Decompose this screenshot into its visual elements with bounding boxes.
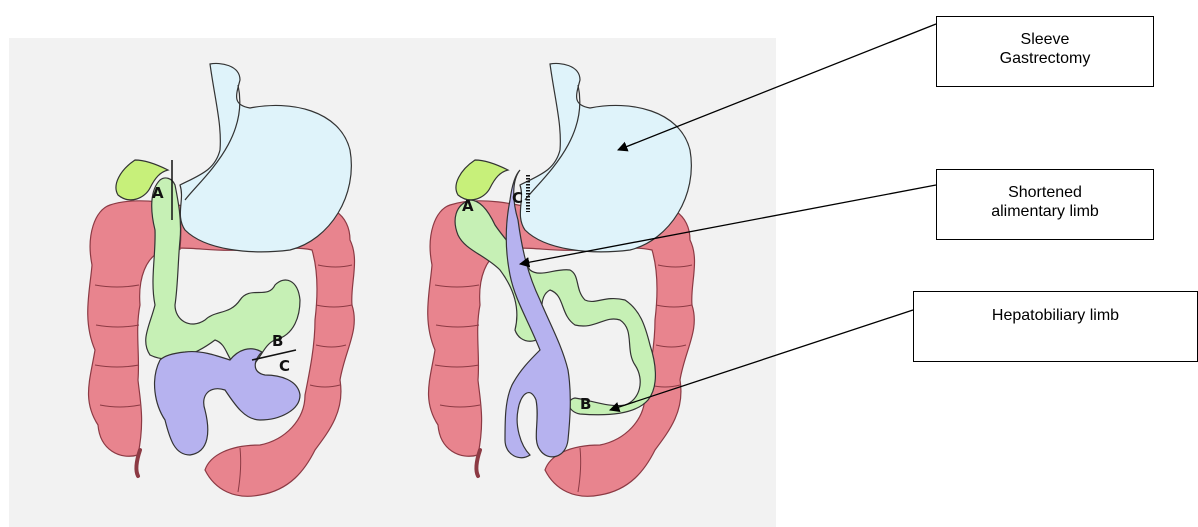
callout-alimentary-line1: Shortened [937, 183, 1153, 202]
callout-hepato-line1: Hepatobiliary limb [914, 306, 1197, 325]
left-label-a: A [152, 184, 164, 202]
leader-line-sleeve [618, 24, 936, 150]
callout-sleeve-line1: Sleeve [937, 30, 1153, 49]
left-stomach [180, 63, 351, 251]
right-label-a: A [462, 197, 474, 215]
right-gallbladder [456, 160, 508, 200]
right-stomach [520, 63, 691, 251]
left-appendix [136, 450, 140, 476]
callout-hepatobiliary-limb: Hepatobiliary limb [913, 291, 1198, 362]
right-label-b: B [580, 395, 591, 413]
callout-alimentary-line2: alimentary limb [937, 202, 1153, 221]
left-label-c: C [279, 357, 290, 375]
right-appendix [476, 450, 480, 476]
callout-sleeve-line2: Gastrectomy [937, 49, 1153, 68]
left-anatomy [88, 63, 355, 496]
callout-shortened-alimentary-limb: Shortened alimentary limb [936, 169, 1154, 240]
right-label-c: C [512, 189, 523, 207]
left-label-b: B [272, 332, 283, 350]
right-anatomy [428, 63, 695, 496]
callout-sleeve-gastrectomy: Sleeve Gastrectomy [936, 16, 1154, 87]
